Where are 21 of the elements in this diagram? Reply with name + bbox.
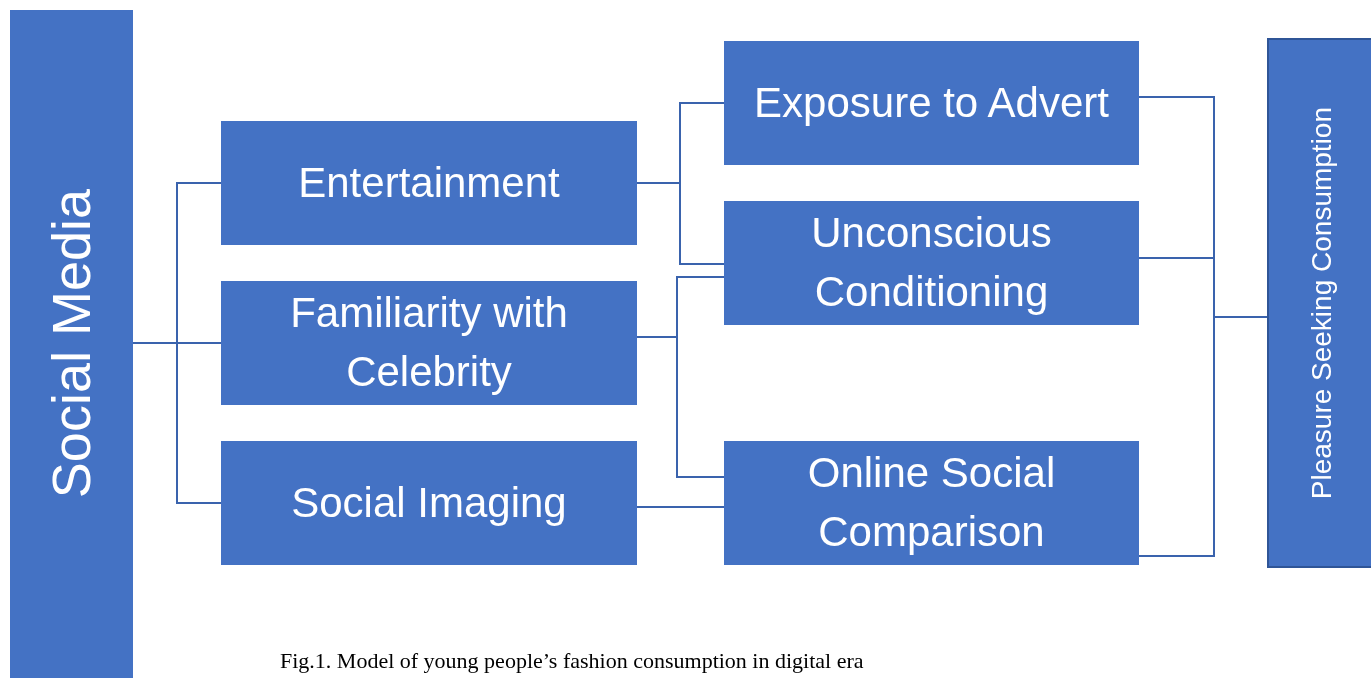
process-box (724, 441, 1139, 565)
process-box (221, 441, 637, 565)
box-label: Online Social Comparison (806, 448, 1057, 557)
box-label: Exposure to Advert (753, 77, 1110, 128)
box-label: Familiarity with Celebrity (289, 288, 569, 397)
box-label: Social Imaging (290, 477, 568, 528)
process-box (10, 10, 133, 678)
process-box (724, 41, 1139, 165)
connector-line (636, 182, 725, 265)
connector-line (1138, 316, 1268, 557)
process-box (724, 201, 1139, 325)
box-label: Pleasure Seeking Consumption (1305, 106, 1339, 500)
process-box (221, 281, 637, 405)
box-label: Entertainment (297, 157, 561, 208)
figure-caption: Fig.1. Model of young people’s fashion consumption in digital era (280, 648, 864, 674)
process-box (221, 121, 637, 245)
connector-line (636, 506, 725, 508)
box-label: Social Media (39, 189, 102, 499)
box-label: Unconscious Conditioning (810, 208, 1053, 317)
process-box (1267, 38, 1371, 568)
connector-line (636, 336, 725, 478)
